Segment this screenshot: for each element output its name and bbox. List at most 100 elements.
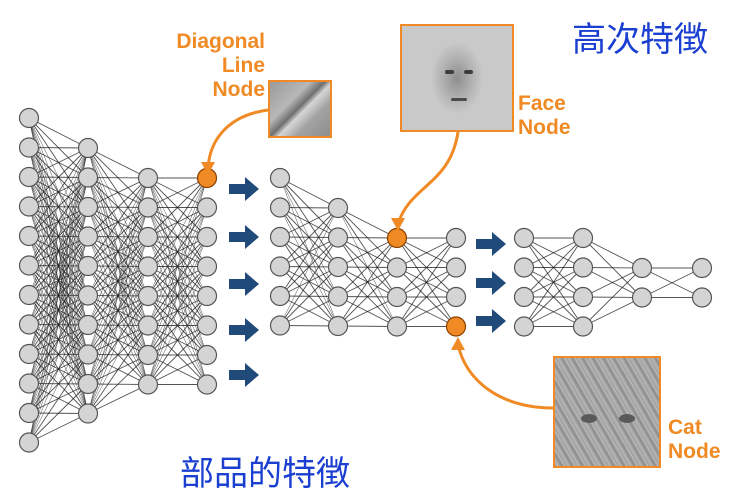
connection-line bbox=[279, 296, 339, 326]
neuron-node bbox=[327, 197, 349, 219]
face-feature-image bbox=[400, 24, 514, 132]
neuron-node bbox=[18, 107, 40, 129]
connection-line bbox=[28, 147, 89, 443]
connection-line bbox=[147, 236, 208, 385]
connection-line bbox=[87, 384, 149, 414]
neuron-node bbox=[18, 137, 40, 158]
highlighted-node bbox=[445, 316, 467, 337]
connection-line bbox=[396, 237, 457, 327]
neuron-node bbox=[137, 226, 159, 248]
neuron-node bbox=[18, 225, 40, 247]
neuron-node bbox=[513, 257, 535, 278]
neuron-node bbox=[77, 137, 99, 159]
neuron-node bbox=[18, 166, 40, 188]
face-label-line2: Node bbox=[518, 116, 571, 139]
right-arrow-icon bbox=[476, 309, 506, 333]
neuron-node bbox=[445, 286, 467, 308]
neuron-node bbox=[18, 373, 40, 394]
connection-line bbox=[147, 177, 208, 238]
connection-line bbox=[87, 177, 149, 385]
connection-line bbox=[337, 296, 398, 327]
right-arrow-icon bbox=[229, 177, 259, 201]
neuron-node bbox=[269, 197, 291, 218]
neuron-node bbox=[18, 432, 40, 453]
cat-feature-image bbox=[553, 356, 661, 468]
diagonal-label-line2: Line bbox=[221, 54, 265, 77]
connection-line bbox=[582, 237, 643, 269]
connection-line bbox=[87, 177, 149, 296]
connection-line bbox=[582, 297, 643, 327]
connection-line bbox=[279, 207, 339, 238]
neuron-node bbox=[513, 286, 535, 308]
connection-line bbox=[28, 383, 89, 443]
neuron-node bbox=[386, 257, 408, 278]
connection-line bbox=[87, 177, 149, 414]
neuron-node bbox=[137, 344, 159, 366]
connection-line bbox=[523, 237, 584, 298]
neuron-node bbox=[269, 167, 291, 189]
neuron-node bbox=[572, 286, 594, 308]
connection-line bbox=[147, 266, 208, 385]
neuron-node bbox=[77, 167, 99, 188]
connection-line bbox=[87, 266, 149, 414]
connection-line bbox=[28, 354, 89, 443]
neuron-node bbox=[572, 227, 594, 249]
cat-node-label: Cat Node bbox=[668, 416, 721, 464]
connection-line bbox=[523, 237, 584, 268]
connection-line bbox=[147, 177, 208, 326]
face-callout-curve bbox=[396, 131, 460, 225]
neuron-node bbox=[572, 316, 594, 337]
cat-callout-arrowhead bbox=[451, 337, 465, 350]
neuron-node bbox=[137, 256, 159, 277]
connection-line bbox=[147, 354, 208, 385]
neuron-node bbox=[137, 197, 159, 218]
diagonal-callout-arrowhead bbox=[201, 162, 215, 175]
diagonal-line-feature-image bbox=[268, 80, 332, 138]
neuron-node bbox=[327, 315, 349, 337]
connection-line bbox=[396, 296, 457, 327]
connection-line bbox=[337, 207, 398, 239]
connection-line bbox=[582, 267, 643, 327]
connection-line bbox=[87, 177, 149, 237]
connection-line bbox=[337, 237, 398, 297]
connection-line bbox=[87, 177, 149, 208]
connection-line bbox=[28, 147, 89, 384]
connection-line bbox=[337, 267, 398, 327]
connection-line bbox=[147, 295, 208, 385]
face-eye-right bbox=[464, 70, 473, 74]
neuron-node bbox=[77, 403, 99, 424]
connection-line bbox=[87, 147, 149, 179]
connection-line bbox=[28, 206, 89, 443]
neuron-node bbox=[196, 197, 218, 218]
connection-line bbox=[87, 325, 149, 414]
neuron-node bbox=[691, 257, 713, 279]
neuron-node bbox=[18, 196, 40, 217]
face-mouth bbox=[451, 98, 467, 101]
connection-line bbox=[28, 147, 89, 178]
neuron-node bbox=[269, 226, 291, 248]
neuron-node bbox=[691, 287, 713, 308]
connection-line bbox=[147, 177, 208, 297]
connection-line bbox=[641, 267, 703, 298]
connection-line bbox=[147, 177, 208, 208]
connection-line bbox=[147, 325, 208, 385]
connection-line bbox=[28, 413, 89, 443]
connection-line bbox=[337, 237, 398, 268]
right-arrow-icon bbox=[476, 232, 506, 256]
neuron-node bbox=[137, 285, 159, 307]
nodes bbox=[18, 107, 713, 453]
connection-line bbox=[279, 207, 339, 326]
neuron-node bbox=[137, 167, 159, 189]
neuron-node bbox=[77, 285, 99, 306]
neuron-node bbox=[77, 373, 99, 395]
neuron-node bbox=[18, 284, 40, 306]
face-eye-left bbox=[445, 70, 454, 74]
neuron-node bbox=[77, 344, 99, 365]
connection-line bbox=[279, 207, 339, 297]
connection-line bbox=[28, 147, 89, 355]
connection-line bbox=[279, 266, 339, 326]
part-level-features-label: 部品的特徴 bbox=[180, 454, 350, 494]
connection-line bbox=[396, 267, 457, 327]
face-label-line1: Face bbox=[518, 92, 566, 115]
right-arrow-icon bbox=[229, 225, 259, 249]
